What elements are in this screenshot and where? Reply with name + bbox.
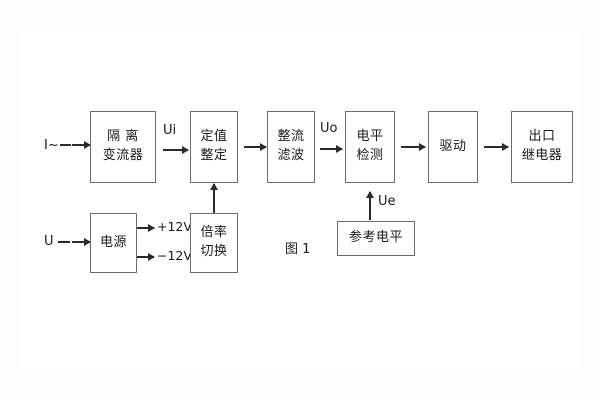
block-multiplier-line1: 倍率 xyxy=(200,225,228,241)
figure-caption: 图 1 xyxy=(285,242,311,257)
block-level-detection[interactable]: 电平 检测 xyxy=(345,111,395,183)
block-value-setting[interactable]: 定值 整定 xyxy=(190,111,238,183)
rail-label-neg12: −12V xyxy=(157,248,192,263)
block-level-detect-line2: 检测 xyxy=(356,148,384,163)
arrow-voltage-to-power xyxy=(72,241,90,243)
signal-label-ue: Ue xyxy=(378,194,396,209)
arrow-current-to-isolation xyxy=(72,144,90,146)
block-isolation-line2: 变流器 xyxy=(102,148,144,163)
block-rectify-line1: 整流 xyxy=(277,129,305,145)
arrow-level-detect-to-drive xyxy=(401,146,425,148)
block-isolation-line1: 隔 离 xyxy=(107,129,139,145)
input-lead-voltage xyxy=(58,241,70,243)
block-output-relay-line1: 出口 xyxy=(528,129,556,145)
block-output-relay-line2: 继电器 xyxy=(521,148,563,163)
arrow-setting-to-rectify xyxy=(244,146,266,148)
block-rectify-filter[interactable]: 整流 滤波 xyxy=(267,111,315,183)
block-level-detect-line1: 电平 xyxy=(356,129,384,145)
input-label-voltage: U xyxy=(44,234,54,249)
block-isolation-transformer[interactable]: 隔 离 变流器 xyxy=(90,111,156,183)
rail-label-pos12: +12V xyxy=(157,219,192,234)
block-rectify-line2: 滤波 xyxy=(277,148,305,163)
arrow-drive-to-output-relay xyxy=(484,146,508,148)
block-multiplier-switch[interactable]: 倍率 切换 xyxy=(190,213,238,273)
signal-label-ui: Ui xyxy=(163,123,177,138)
block-setting-line2: 整定 xyxy=(200,148,228,163)
arrow-isolation-to-setting xyxy=(163,149,188,151)
block-output-relay[interactable]: 出口 继电器 xyxy=(511,111,573,183)
arrow-reference-to-level-detect xyxy=(369,192,371,220)
arrow-rail-pos12 xyxy=(137,227,154,229)
block-power-supply[interactable]: 电源 xyxy=(90,213,137,273)
arrow-multiplier-to-setting xyxy=(213,184,215,213)
block-multiplier-line2: 切换 xyxy=(200,244,228,259)
signal-label-uo: Uo xyxy=(320,121,338,136)
block-drive[interactable]: 驱动 xyxy=(428,111,478,183)
arrow-rail-neg12 xyxy=(137,256,154,258)
input-label-current: I~ xyxy=(44,138,59,153)
diagram-plate xyxy=(22,26,578,374)
block-drive-line1: 驱动 xyxy=(439,138,467,154)
block-reference-line1: 参考电平 xyxy=(348,230,403,246)
arrow-rectify-to-level-detect xyxy=(320,148,342,150)
block-power-line1: 电源 xyxy=(99,234,127,250)
input-lead-current xyxy=(60,144,71,146)
block-reference-level[interactable]: 参考电平 xyxy=(337,221,415,256)
block-setting-line1: 定值 xyxy=(200,129,228,145)
